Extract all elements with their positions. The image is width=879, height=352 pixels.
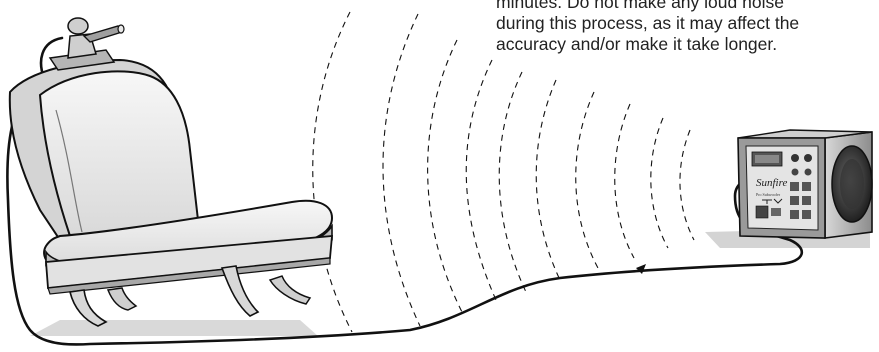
instruction-text: minutes. Do not make any loud noise duri… (496, 0, 876, 55)
sound-wave-arc (466, 60, 496, 300)
subwoofer-brand: Sunfire (756, 177, 787, 189)
floor-shadow (30, 320, 318, 336)
sound-wave-arc (680, 130, 694, 240)
sound-wave-arc (576, 92, 598, 268)
sound-wave-arc (499, 72, 526, 292)
sound-wave-arc (428, 40, 462, 312)
sound-waves (313, 12, 694, 332)
subwoofer: Sunfire Pro Subwoofer (738, 130, 872, 238)
chair-backrest (40, 71, 198, 237)
calibration-microphone (50, 18, 124, 70)
sound-wave-arc (383, 14, 420, 326)
chair-leg (270, 276, 310, 304)
sound-wave-arc (651, 118, 668, 248)
mic-shaft (84, 26, 122, 42)
cable-arrow (636, 264, 646, 274)
chair-leg (108, 288, 136, 310)
sound-wave-arc (313, 12, 352, 332)
armchair (10, 60, 332, 326)
sound-wave-arc (615, 104, 634, 258)
sound-wave-arc (536, 80, 560, 280)
subwoofer-model: Pro Subwoofer (756, 192, 781, 197)
